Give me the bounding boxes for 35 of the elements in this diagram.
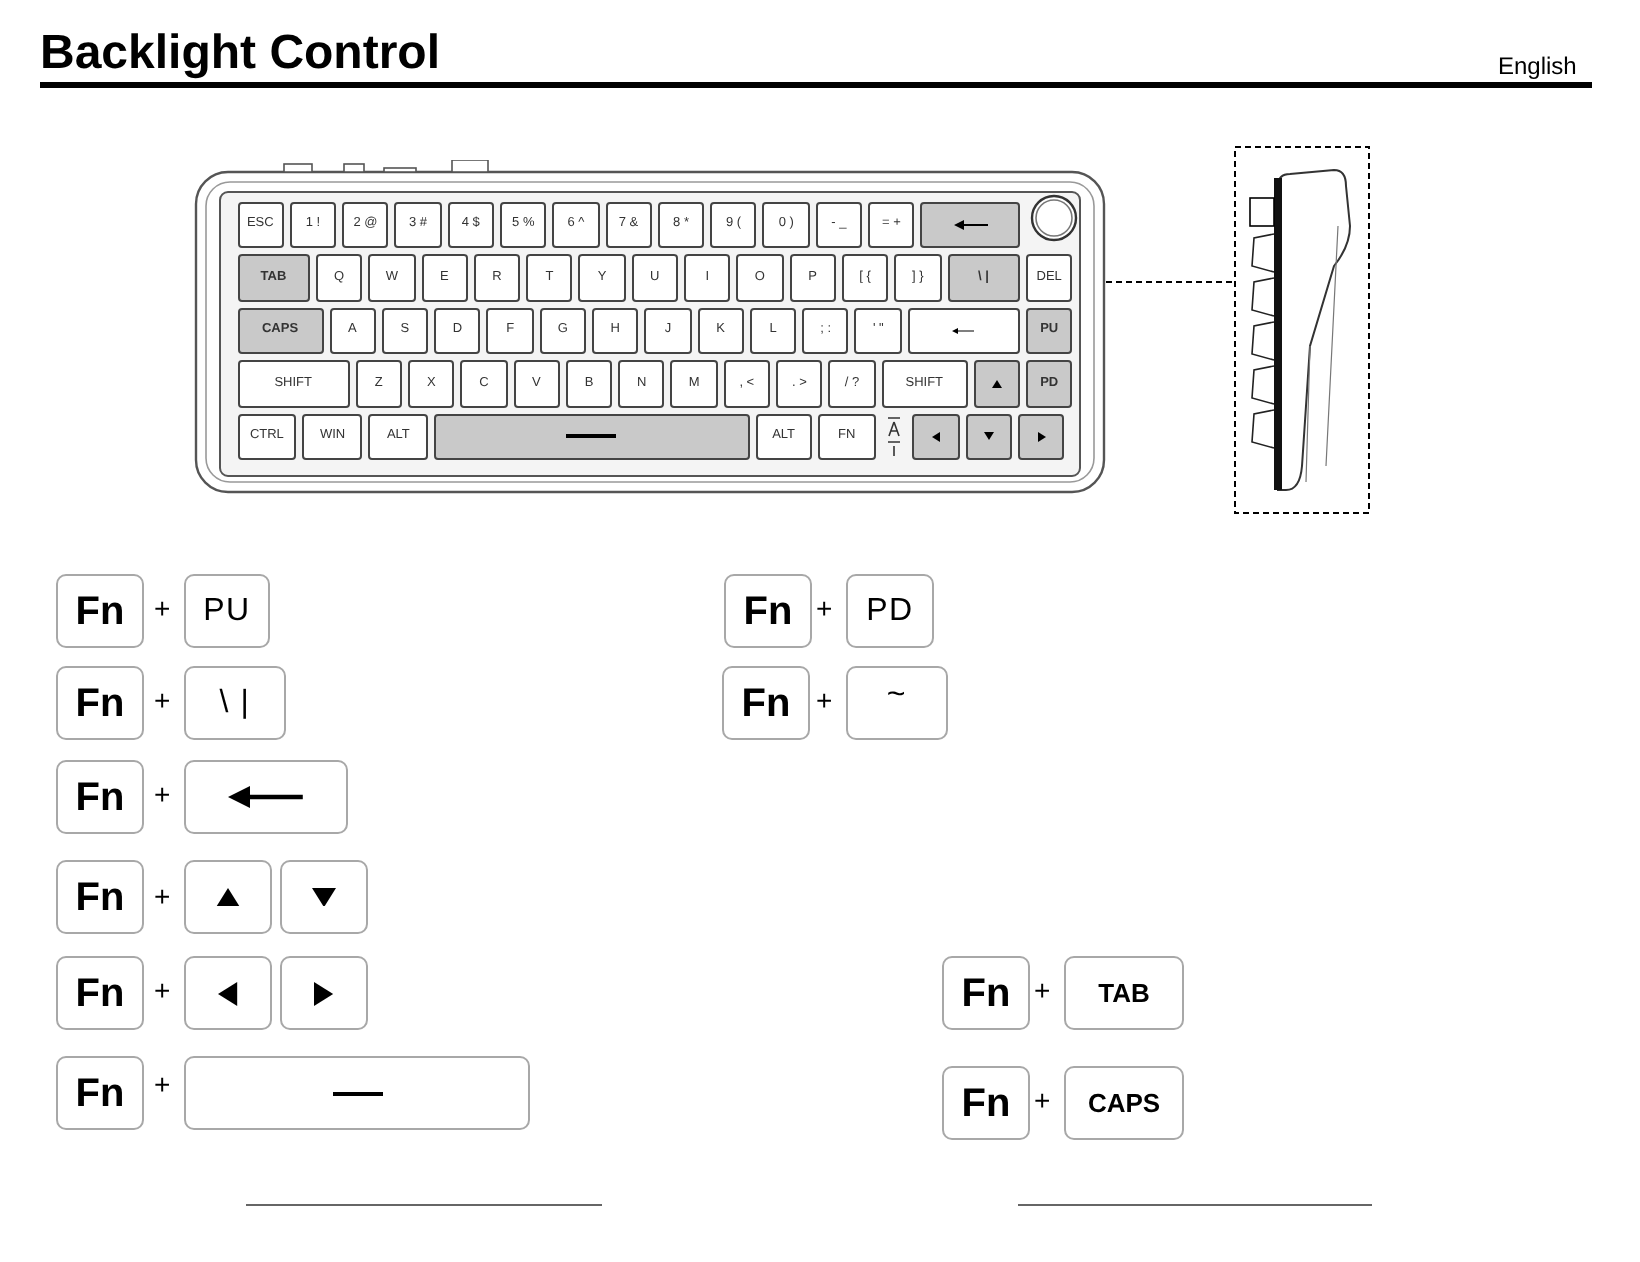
key: \ |	[184, 666, 286, 740]
plus-sign: +	[154, 974, 171, 1009]
fn-key: Fn	[56, 956, 144, 1030]
fn-key: Fn	[942, 1066, 1030, 1140]
fn-key: Fn	[722, 666, 810, 740]
key: ~	[846, 666, 948, 740]
plus-sign: +	[154, 592, 171, 627]
key	[184, 860, 272, 934]
fn-key: Fn	[56, 860, 144, 934]
key	[280, 956, 368, 1030]
plus-sign: +	[154, 778, 171, 813]
key	[184, 956, 272, 1030]
plus-sign: +	[1034, 1084, 1051, 1119]
key	[280, 860, 368, 934]
key: PD	[846, 574, 934, 648]
plus-sign: +	[816, 592, 833, 627]
fn-key: Fn	[56, 1056, 144, 1130]
plus-sign: +	[154, 684, 171, 719]
fn-key: Fn	[724, 574, 812, 648]
connector-line	[1105, 281, 1235, 283]
title: Backlight Control	[40, 24, 441, 84]
plus-sign: +	[816, 684, 833, 719]
key: PU	[184, 574, 270, 648]
fn-key: Fn	[56, 666, 144, 740]
key	[184, 1056, 530, 1130]
fn-key: Fn	[942, 956, 1030, 1030]
fn-key: Fn	[56, 760, 144, 834]
key: CAPS	[1064, 1066, 1184, 1140]
plus-sign: +	[154, 880, 171, 915]
fn-key: Fn	[56, 574, 144, 648]
plus-sign: +	[154, 1068, 171, 1103]
key: TAB	[1064, 956, 1184, 1030]
language-label: English	[1498, 52, 1577, 82]
plus-sign: +	[1034, 974, 1051, 1009]
key	[184, 760, 348, 834]
